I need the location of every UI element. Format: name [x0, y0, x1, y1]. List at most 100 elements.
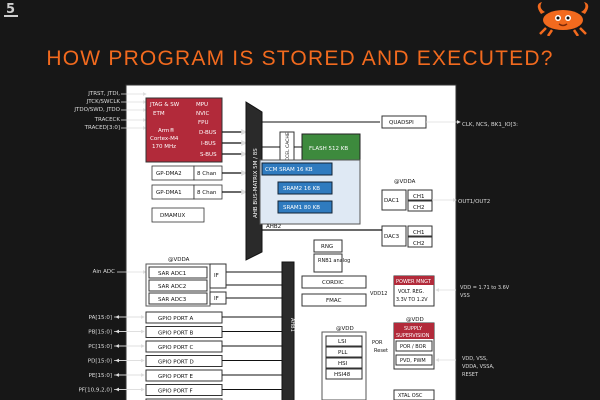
dac-out-label: OUT1/OUT2 [458, 199, 490, 205]
cpu-fpu: FPU [198, 120, 209, 126]
adc-block [148, 266, 208, 279]
supply-title-1: SUPPLY [404, 326, 423, 332]
hsi48-block [325, 368, 363, 380]
crab-mascot-icon [537, 2, 589, 36]
power-reg1: VOLT. REG. [398, 289, 424, 295]
xtal-label: XTAL OSC [398, 393, 423, 399]
gpio-pin-label: PC[15:0] [88, 344, 112, 350]
vdd12-label: VDD12 [370, 291, 387, 297]
reset-label: Reset [374, 348, 388, 354]
cpu-sbus: S-BUS [200, 152, 217, 158]
fmac-block [301, 293, 367, 307]
adc-label: SAR ADC1 [158, 271, 186, 277]
dmamux-block [151, 207, 205, 223]
gpio-pin-label: PD[15:0] [88, 359, 112, 365]
pin-trace-2: TRACED[3:0] [84, 125, 120, 131]
rng-label: RNG [321, 244, 333, 250]
cpu-freq: 170 MHz [152, 144, 176, 150]
dma2-chan-label: 8 Chan [197, 171, 217, 177]
slide-number: 5 [3, 2, 19, 17]
clock-vdd-label: @VDD [336, 326, 354, 332]
por-bor-block [395, 340, 433, 352]
rnb1-block [313, 253, 343, 273]
dac1-block [381, 189, 407, 211]
sram2-label: SRAM2 16 KB [283, 186, 320, 192]
dma1-chan-label: 8 Chan [197, 190, 217, 196]
pin-jtag-3: JTDO/SWD, JTDO [73, 107, 120, 113]
pvd-block [395, 354, 433, 366]
gpio-port-label: GPIO PORT A [158, 316, 193, 322]
sram1-label: SRAM1 80 KB [283, 205, 320, 211]
power-title: POWER MNGT [396, 279, 432, 285]
por-label: POR [372, 340, 383, 346]
dac3-ch1-label: CH1 [413, 230, 424, 236]
dmamux-label: DMAMUX [160, 213, 186, 219]
rnb1-label: RNB1 analog [318, 258, 350, 264]
adc-label: SAR ADC3 [158, 297, 187, 303]
gpio-pin-label: PF[10,9,2,0] [78, 388, 112, 394]
supply-pins-3: RESET [462, 372, 479, 378]
cpu-block [145, 97, 223, 163]
por-bor-label: POR / BOR [400, 344, 427, 350]
dac3-block [381, 225, 407, 247]
bus-matrix-label: AHB BUS-MATRIX 5M / 8S [253, 148, 259, 218]
pll-label: PLL [338, 350, 348, 356]
pin-ain-adc: Ain ADC [93, 269, 116, 275]
accel-cache-label: ACCEL CACHE [285, 132, 291, 164]
ahb2-label: AHB2 [266, 224, 281, 230]
gpio-port-label: GPIO PORT F [158, 389, 193, 395]
dac1-ch2-label: CH2 [413, 205, 424, 211]
adc-if-label: IF [214, 273, 219, 279]
dac3-label: DAC3 [384, 234, 400, 240]
dac1-ch1-label: CH1 [413, 194, 424, 200]
gp-dma1-label: GP-DMA1 [156, 190, 182, 196]
pin-jtag-2: JTCK/SWCLK [86, 99, 121, 105]
cpu-mpu: MPU [196, 102, 208, 108]
sram1-block [277, 200, 333, 214]
gpio-pin-label: PB[15:0] [88, 330, 112, 336]
pll-block [325, 346, 363, 358]
adc-group-label: @VDDA [168, 257, 190, 263]
adc-if-block [209, 263, 227, 289]
cpu-dbus: D-BUS [199, 130, 217, 136]
dac3-ch2 [407, 236, 433, 248]
hsi48-label: HSI48 [334, 372, 351, 378]
quadspi-pins: CLK, NCS, BK1_IO[3: [462, 122, 518, 128]
slide-title: HOW PROGRAM IS STORED AND EXECUTED? [46, 47, 554, 70]
adc3-if-label: IF [214, 296, 219, 302]
adc-label: SAR ADC2 [158, 284, 186, 290]
dac3-ch1 [407, 225, 433, 237]
gpio-pin-label: PE[15:0] [89, 373, 112, 379]
dac1-ch1 [407, 189, 433, 201]
sram2-block [277, 181, 333, 195]
gpio-port-label: GPIO PORT B [158, 331, 193, 337]
quadspi-label: QUADSPI [389, 120, 414, 126]
adc-block [148, 279, 208, 292]
supply-vdd-label: @VDD [406, 317, 424, 323]
supply-pins-1: VDD, VSS, [462, 356, 488, 362]
xtal-osc-block [393, 389, 435, 400]
gpio-list: PA[15:0] GPIO PORT A PB[15:0] GPIO PORT B PC… [78, 311, 282, 400]
cpu-core: Cortex-M4 [150, 136, 179, 142]
rng-block [313, 239, 343, 253]
power-vss: VSS [460, 293, 470, 299]
bus-matrix [245, 101, 263, 261]
ahb1-label: AHB1 [289, 318, 295, 332]
dac3-ch2-label: CH2 [413, 241, 424, 247]
adc3-if-block [209, 291, 227, 305]
supply-pins-2: VDDA, VSSA, [462, 364, 495, 370]
hsi-label: HSI [338, 361, 348, 367]
power-vdd: VDD = 1.71 to 3.6V [460, 285, 510, 291]
dac-group-label: @VDDA [394, 179, 416, 185]
cpu-arm: Arm® [158, 127, 175, 134]
lsi-block [325, 335, 363, 347]
cpu-etm: ETM [153, 111, 165, 117]
gpio-pin-label: PA[15:0] [89, 315, 112, 321]
gpio-port-label: GPIO PORT C [158, 345, 193, 351]
fmac-label: FMAC [326, 298, 342, 304]
dac1-label: DAC1 [384, 198, 399, 204]
gpio-port-label: GPIO PORT D [158, 360, 194, 366]
supply-title-2: SUPERVISION [396, 333, 430, 339]
